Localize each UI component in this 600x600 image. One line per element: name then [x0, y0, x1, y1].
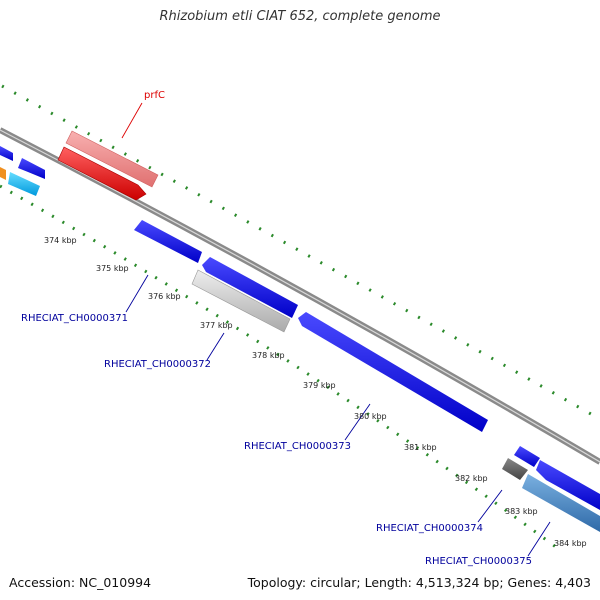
tick-label: 379 kbp: [303, 381, 336, 390]
gene-ch371: [202, 257, 298, 318]
gene-label-ch374[interactable]: RHECIAT_CH0000374: [376, 523, 483, 534]
gene-ch375: [522, 474, 600, 532]
leader-ch374: [477, 489, 503, 523]
leader-ch375: [527, 521, 551, 557]
gene-reverse-1: [134, 220, 202, 263]
tick-label: 375 kbp: [96, 264, 129, 273]
tick-label: 380 kbp: [354, 412, 387, 421]
gene-label-prfC[interactable]: prfC: [144, 90, 165, 101]
gene-partial-orange: [0, 167, 6, 180]
genome-summary-text: Topology: circular; Length: 4,513,324 bp…: [247, 575, 591, 590]
gene-prfC-light: [65, 130, 159, 188]
tick-label: 383 kbp: [505, 507, 538, 516]
accession-text: Accession: NC_010994: [9, 575, 152, 590]
gene-label-ch375[interactable]: RHECIAT_CH0000375: [425, 556, 532, 567]
tick-label: 374 kbp: [44, 236, 77, 245]
gene-partial-blue-1: [0, 146, 13, 161]
gene-label-ch371[interactable]: RHECIAT_CH0000371: [21, 313, 128, 324]
tick-label: 376 kbp: [148, 292, 181, 301]
tick-label: 378 kbp: [252, 351, 285, 360]
inner-tick-ring: [0, 184, 561, 552]
map-title: Rhizobium etli CIAT 652, complete genome: [159, 9, 441, 24]
gene-reverse-small: [514, 446, 540, 467]
gene-label-ch372[interactable]: RHECIAT_CH0000372: [104, 359, 211, 370]
gene-label-ch373[interactable]: RHECIAT_CH0000373: [244, 441, 351, 452]
tick-label: 382 kbp: [455, 474, 488, 483]
gene-partial-blue-2: [18, 158, 45, 179]
leader-ch372: [206, 332, 225, 361]
tick-label: 384 kbp: [554, 539, 587, 548]
outer-tick-ring: [1, 84, 599, 420]
gene-partial-cyan: [8, 172, 40, 196]
leader-prfC: [121, 102, 143, 139]
gene-ch372: [191, 269, 291, 333]
genome-backbone: [0, 127, 600, 465]
genome-backbone-highlight: [0, 129, 600, 463]
gene-prfC: [57, 146, 147, 201]
leader-ch373: [344, 403, 371, 441]
tick-label: 377 kbp: [200, 321, 233, 330]
tick-label: 381 kbp: [404, 443, 437, 452]
leader-ch371: [125, 274, 149, 313]
gene-ch373: [298, 312, 488, 432]
gene-reverse-right: [536, 460, 600, 510]
gene-ch374: [502, 458, 528, 480]
